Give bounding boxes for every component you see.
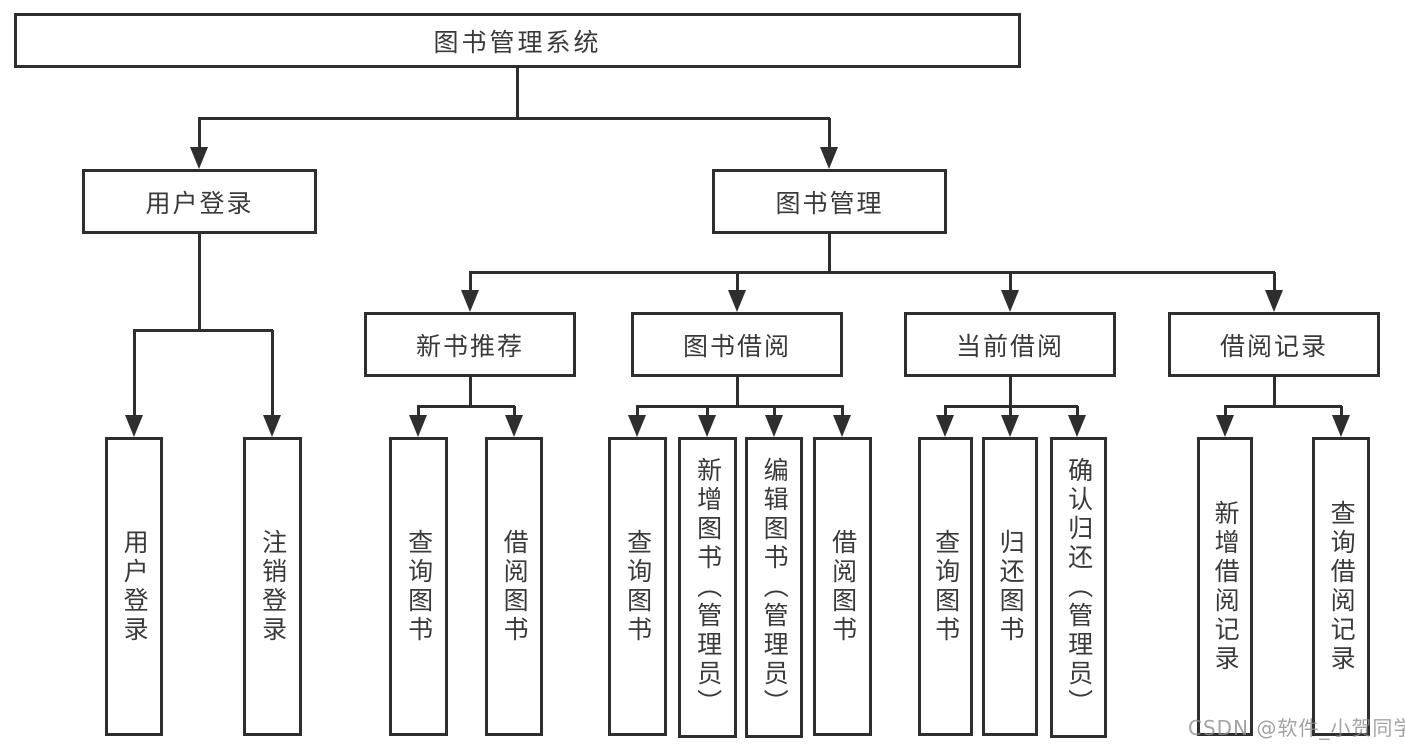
leaf-query-books-current: 查询图书	[918, 437, 973, 736]
connector-vline	[1009, 272, 1012, 292]
node-user-login: 用户登录	[82, 169, 317, 234]
leaf-query-books-recommend: 查询图书	[389, 437, 448, 736]
connector-vline	[1224, 406, 1227, 417]
arrowhead-down-icon	[936, 415, 954, 437]
connector-vline	[828, 118, 831, 149]
arrowhead-down-icon	[765, 415, 783, 437]
leaf-label: 查询借阅记录	[1327, 499, 1357, 674]
connector-hline	[198, 117, 830, 120]
node-label: 图书借阅	[682, 331, 791, 361]
connector-vline	[706, 406, 709, 417]
connector-vline	[513, 406, 516, 417]
arrowhead-down-icon	[820, 147, 838, 169]
arrowhead-down-icon	[1001, 415, 1019, 437]
node-label: 当前借阅	[955, 331, 1064, 361]
arrowhead-down-icon	[461, 290, 479, 312]
connector-vline	[1009, 377, 1012, 406]
arrowhead-down-icon	[125, 415, 143, 437]
node-label: 图书管理	[775, 188, 884, 218]
connector-vline	[198, 118, 201, 149]
arrowhead-down-icon	[1216, 415, 1234, 437]
arrowhead-down-icon	[728, 290, 746, 312]
leaf-label: 查询图书	[623, 528, 653, 645]
connector-vline	[1076, 406, 1079, 417]
arrowhead-down-icon	[628, 415, 646, 437]
connector-hline	[133, 329, 273, 332]
connector-hline	[1224, 405, 1342, 408]
leaf-label: 用户登录	[120, 528, 150, 645]
leaf-label: 编辑图书（管理员）	[760, 457, 790, 718]
leaf-return-books: 归还图书	[982, 437, 1038, 736]
connector-vline	[944, 406, 947, 417]
leaf-label: 注销登录	[258, 528, 288, 645]
connector-hline	[469, 271, 1275, 274]
arrowhead-down-icon	[263, 415, 281, 437]
connector-vline	[271, 330, 274, 417]
connector-vline	[636, 406, 639, 417]
leaf-label: 新增图书（管理员）	[693, 457, 723, 718]
leaf-label: 借阅图书	[500, 528, 530, 645]
connector-vline	[1009, 406, 1012, 417]
leaf-borrow-books: 借阅图书	[813, 437, 872, 736]
arrowhead-down-icon	[409, 415, 427, 437]
connector-vline	[469, 377, 472, 406]
leaf-user-login: 用户登录	[105, 437, 163, 736]
node-book-borrowing: 图书借阅	[631, 312, 843, 377]
leaf-label: 归还图书	[996, 528, 1026, 645]
leaf-confirm-return-admin: 确认归还（管理员）	[1050, 437, 1107, 738]
arrowhead-down-icon	[1001, 290, 1019, 312]
leaf-query-borrow-record: 查询借阅记录	[1312, 437, 1370, 736]
node-label: 用户登录	[145, 188, 254, 218]
csdn-watermark: CSDN @软件_小贺同学	[1188, 716, 1405, 740]
node-label: 借阅记录	[1219, 331, 1328, 361]
node-label: 图书管理系统	[433, 27, 602, 57]
arrowhead-down-icon	[833, 415, 851, 437]
node-new-book-recommendation: 新书推荐	[364, 312, 576, 377]
node-library-management-system: 图书管理系统	[14, 13, 1021, 68]
node-book-management: 图书管理	[712, 169, 947, 234]
leaf-add-borrow-record: 新增借阅记录	[1197, 437, 1253, 736]
connector-vline	[841, 406, 844, 417]
arrowhead-down-icon	[1332, 415, 1350, 437]
leaf-edit-books-admin: 编辑图书（管理员）	[745, 437, 803, 738]
connector-vline	[1273, 377, 1276, 406]
connector-vline	[736, 272, 739, 292]
arrowhead-down-icon	[1068, 415, 1086, 437]
connector-vline	[469, 272, 472, 292]
leaf-query-books-borrow: 查询图书	[608, 437, 667, 736]
connector-vline	[736, 377, 739, 406]
arrowhead-down-icon	[505, 415, 523, 437]
arrowhead-down-icon	[698, 415, 716, 437]
connector-vline	[198, 234, 201, 330]
node-label: 新书推荐	[415, 331, 524, 361]
leaf-label: 确认归还（管理员）	[1064, 457, 1094, 718]
node-borrowing-records: 借阅记录	[1168, 312, 1380, 377]
connector-vline	[417, 406, 420, 417]
connector-vline	[1340, 406, 1343, 417]
leaf-label: 查询图书	[931, 528, 961, 645]
arrowhead-down-icon	[190, 147, 208, 169]
node-current-borrowing: 当前借阅	[904, 312, 1116, 377]
leaf-add-books-admin: 新增图书（管理员）	[678, 437, 737, 738]
connector-hline	[417, 405, 515, 408]
arrowhead-down-icon	[1265, 290, 1283, 312]
leaf-label: 新增借阅记录	[1211, 499, 1241, 674]
connector-hline	[636, 405, 844, 408]
connector-vline	[1273, 272, 1276, 292]
leaf-logout: 注销登录	[243, 437, 302, 736]
connector-vline	[133, 330, 136, 417]
connector-vline	[828, 234, 831, 272]
leaf-label: 借阅图书	[828, 528, 858, 645]
leaf-borrow-books-recommend: 借阅图书	[485, 437, 543, 736]
connector-vline	[773, 406, 776, 417]
leaf-label: 查询图书	[404, 528, 434, 645]
connector-vline	[516, 68, 519, 118]
